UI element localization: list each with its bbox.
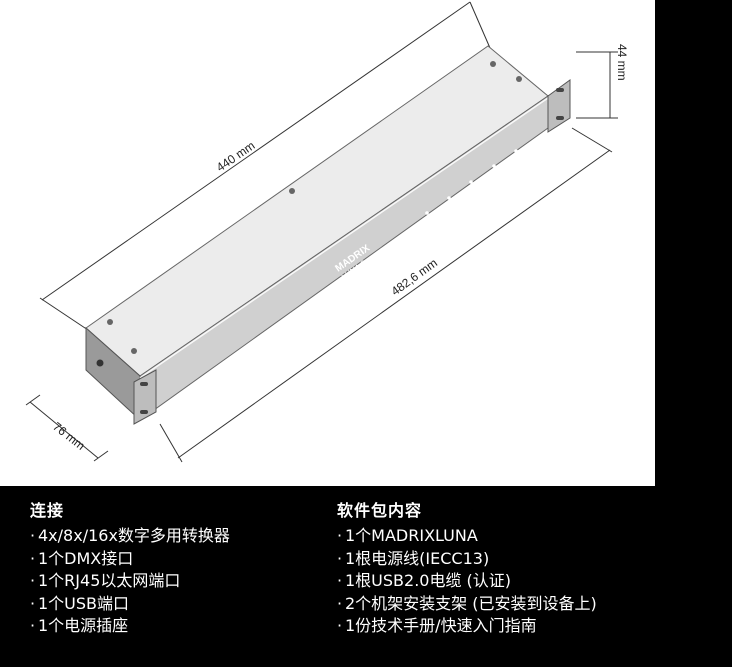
list-item: ·1个DMX接口: [30, 548, 134, 568]
dimension-440: [39, 1, 491, 331]
dimension-440-label: 440 mm: [214, 138, 258, 174]
list-item: ·1根电源线(IECC13): [337, 548, 490, 568]
dimension-44-label: 44 mm: [615, 44, 629, 81]
dimension-76-label: 76 mm: [50, 419, 88, 453]
device-illustration: 440 mm 44 mm 482,6 mm 76 mm: [25, 1, 629, 463]
list-item: ·1个RJ45以太网端口: [30, 571, 181, 590]
list-item: ·2个机架安装支架 (已安装到设备上): [337, 593, 597, 613]
list-item: ·4x/8x/16x数字多用转换器: [30, 526, 230, 545]
list-item: ·1个MADRIXLUNA: [337, 526, 478, 545]
connections-section: 连接 ·4x/8x/16x数字多用转换器 ·1个DMX接口 ·1个RJ45以太网…: [30, 497, 230, 638]
package-title: 软件包内容: [337, 501, 423, 520]
device-body: [85, 45, 571, 425]
dimension-4826: [159, 127, 613, 463]
list-item: ·1个电源插座: [30, 616, 129, 635]
dimension-76: [25, 394, 109, 462]
package-list: ·1个MADRIXLUNA ·1根电源线(IECC13) ·1根USB2.0电缆…: [337, 525, 597, 638]
connections-title: 连接: [30, 501, 65, 520]
list-item: ·1个USB端口: [30, 593, 130, 613]
dimension-44: [576, 51, 618, 119]
product-drawing: 440 mm 44 mm 482,6 mm 76 mm: [0, 0, 655, 486]
list-item: ·1根USB2.0电缆 (认证): [337, 571, 512, 590]
connections-list: ·4x/8x/16x数字多用转换器 ·1个DMX接口 ·1个RJ45以太网端口 …: [30, 525, 230, 638]
list-item: ·1份技术手册/快速入门指南: [337, 616, 537, 635]
package-contents-section: 软件包内容 ·1个MADRIXLUNA ·1根电源线(IECC13) ·1根US…: [337, 497, 597, 638]
